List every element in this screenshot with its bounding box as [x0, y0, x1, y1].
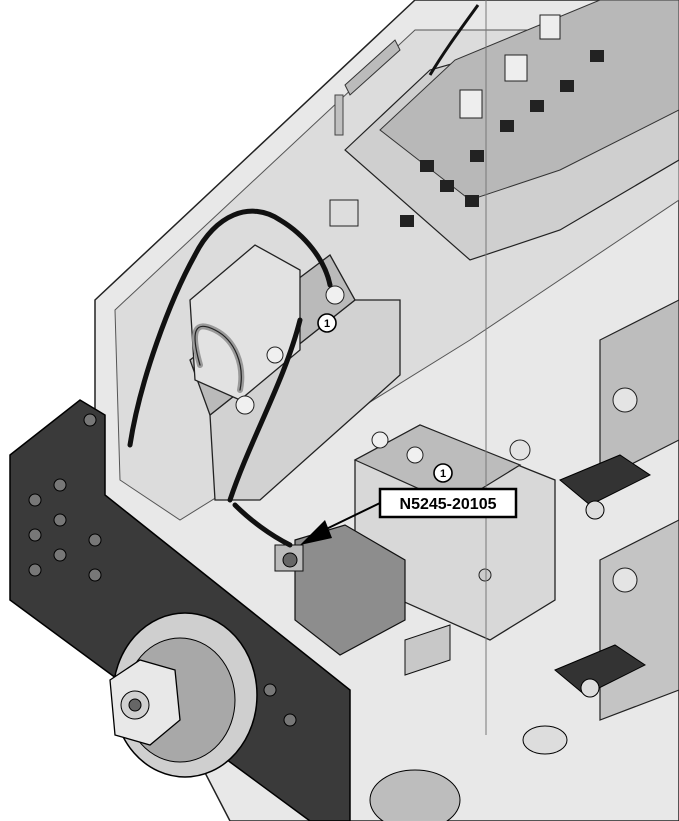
circuit-board	[344, 0, 679, 261]
part-label-text: N5245-20105	[400, 496, 497, 513]
callout-number-upper: 1	[324, 318, 330, 330]
part-label-box	[378, 487, 518, 519]
callout-marker-upper: 1	[317, 313, 337, 333]
part-number-callout: N5245-20105	[300, 487, 518, 545]
leader-arrowhead	[300, 520, 332, 545]
fitting-connector	[274, 524, 451, 676]
leader-line	[317, 502, 381, 534]
bottom-round-fitting	[369, 725, 568, 821]
front-bracket-plate	[9, 399, 351, 821]
upper-manifold-block	[189, 199, 401, 501]
callout-marker-lower: 1	[433, 463, 453, 483]
right-module-blocks	[554, 299, 679, 721]
callout-number-lower: 1	[440, 468, 446, 480]
round-connector-nut	[109, 612, 258, 778]
cable-harness	[127, 208, 333, 548]
